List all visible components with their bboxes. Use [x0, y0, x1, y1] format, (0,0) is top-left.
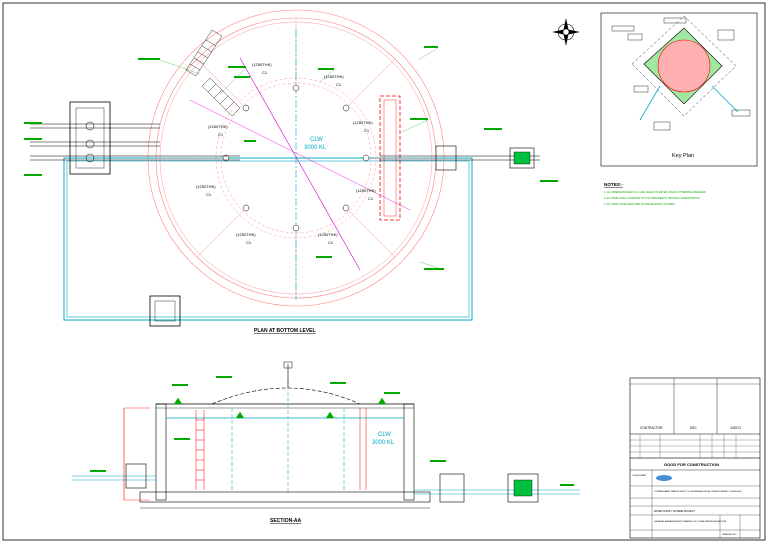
- plan-view: (1250THK) C1 (1250THK) C1 (1250THK) C1 (…: [24, 9, 580, 334]
- drawing-number-label: DRAWING NO.: [722, 533, 737, 536]
- inlet-valve-chamber: [30, 101, 240, 175]
- sign-box-dsc: DSC: [690, 426, 697, 430]
- section-title: SECTION-AA: [270, 518, 302, 524]
- client-name: UTTARAKHAND WATER SUPPLY & SEWERAGE DEVE…: [654, 490, 742, 493]
- drawing-title: GENERAL ARRANGEMENT DRAWING OF CLEAR WAT…: [654, 520, 727, 523]
- column-tag: C1: [368, 196, 374, 201]
- column-tag: C1: [206, 192, 212, 197]
- ladder: [379, 95, 401, 221]
- consultant-label: CONSULTANT: [632, 474, 647, 477]
- column-label: (1250THK): [324, 74, 344, 79]
- staircase: [185, 29, 241, 117]
- project-name: WATER SUPPLY SCHEME PROJECT: [654, 510, 695, 513]
- column-labels: (1250THK) C1 (1250THK) C1 (1250THK) C1 (…: [196, 62, 376, 245]
- section-tank-label: CLW: [378, 432, 391, 438]
- column-label: (1250THK): [236, 232, 256, 237]
- ventilator: [283, 361, 293, 388]
- title-block: CONTRACTOR DSC JUSCO GOOD FOR CONSTRUCTI…: [629, 377, 761, 539]
- sign-box-contractor: CONTRACTOR: [640, 426, 663, 430]
- key-plan-title: Key Plan: [672, 153, 694, 159]
- note-2: 2. ALL STEEL SHALL CONFORM TO IS AS SPEC…: [604, 197, 700, 200]
- plan-tank-label: CLW: [310, 137, 323, 143]
- issue-status: GOOD FOR CONSTRUCTION: [664, 462, 719, 467]
- drain-chamber: [149, 295, 181, 327]
- column-tag: C1: [364, 128, 370, 133]
- column-label: (1250THK): [353, 120, 373, 125]
- plan-title: PLAN AT BOTTOM LEVEL: [254, 328, 316, 334]
- note-1: 1. ALL DIMENSIONS ARE IN mm AND LEVELS I…: [604, 191, 706, 194]
- section-tank-capacity: 3000 KL: [372, 440, 395, 446]
- column-label: (1250THK): [196, 184, 216, 189]
- column-tag: C1: [246, 240, 252, 245]
- column-tag: C1: [328, 240, 334, 245]
- column-tag: C1: [336, 82, 342, 87]
- key-plan: Key Plan: [600, 12, 758, 167]
- column-label: (1250THK): [318, 232, 338, 237]
- sign-box-jusco: JUSCO: [730, 426, 741, 430]
- outlet-chamber: [380, 145, 540, 171]
- plan-tank-capacity: 3000 KL: [304, 145, 327, 151]
- column-label: (1250THK): [356, 188, 376, 193]
- section-view: CLW 3000 KL SECTION-AA: [72, 361, 580, 524]
- north-arrow-icon: [552, 18, 580, 46]
- notes: NOTES:- 1. ALL DIMENSIONS ARE IN mm AND …: [604, 182, 706, 206]
- note-3: 3. ALL WORK TO BE EXECUTED AS PER RELEVA…: [604, 203, 675, 206]
- column-tag: C1: [218, 132, 224, 137]
- column-label: (1250THK): [208, 124, 228, 129]
- notes-heading: NOTES:-: [604, 182, 623, 187]
- column-tag: C1: [262, 70, 268, 75]
- column-label: (1250THK): [252, 62, 272, 67]
